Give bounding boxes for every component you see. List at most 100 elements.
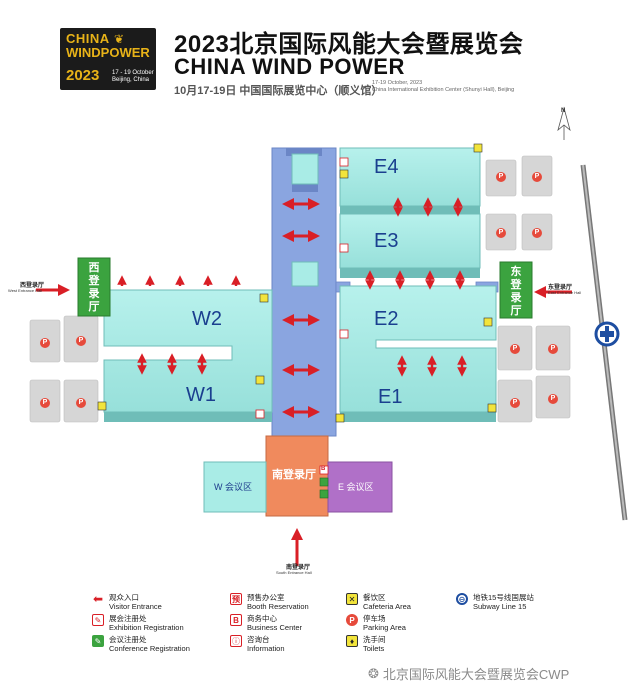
legend-en: Conference Registration: [109, 644, 190, 653]
parking-icon: P: [40, 398, 50, 408]
date-venue-chinese: 10月17-19日 中国国际展览中心（顺义馆）: [174, 85, 383, 97]
parking-icon: P: [532, 172, 542, 182]
logo-year: 2023: [66, 67, 100, 84]
legend-en: Subway Line 15: [473, 602, 527, 611]
title-english: CHINA WIND POWER: [174, 54, 405, 79]
parking-icon: P: [548, 394, 558, 404]
watermark: ❂ 北京国际风能大会暨展览会CWP: [368, 664, 569, 683]
booth-reservation-icon: 预: [230, 593, 242, 605]
subway-icon: ⊖: [456, 593, 468, 605]
south-entrance-hall-label: 南登录厅: [272, 469, 316, 481]
legend-zh: 商务中心: [247, 614, 277, 623]
south-entrance-label-en: South Entrance Hall: [276, 570, 312, 575]
legend-en: Toilets: [363, 644, 385, 653]
east-entrance-label-zh: 东登录厅: [548, 285, 573, 291]
exhibition-registration-icon: ✎: [92, 614, 104, 626]
hall-e3-label: E3: [374, 230, 399, 252]
parking-icon: P: [532, 228, 542, 238]
e-meeting-area-label: E 会议区: [338, 482, 374, 492]
west-entrance-hall: [77, 257, 111, 317]
business-center-icon: B: [230, 614, 242, 626]
halls-west: [103, 289, 273, 422]
legend-en: Exhibition Registration: [109, 623, 184, 632]
facility-markers: [97, 143, 497, 499]
w-meeting-area-label: W 会议区: [214, 482, 252, 492]
business-center-marker: B: [321, 466, 326, 472]
legend-zh: 地铁15号线国展站: [473, 593, 534, 602]
east-entrance-hall-label: 东登录厅: [510, 266, 522, 317]
conference-registration-icon: ✎: [92, 635, 104, 647]
hall-w2-label: W2: [192, 308, 222, 330]
hall-e2-label: E2: [374, 308, 399, 330]
cafeteria-icon: ✕: [346, 593, 358, 605]
logo-line2: WINDPOWER: [66, 45, 150, 60]
parking-icon: P: [76, 398, 86, 408]
date-venue-english: 17-19 October, 2023 China International …: [372, 80, 552, 94]
parking-icon: P: [510, 344, 520, 354]
north-arrow-icon: [557, 106, 571, 140]
parking-icon: P: [40, 338, 50, 348]
parking-icon: P: [548, 344, 558, 354]
legend-en: Visitor Entrance: [109, 602, 162, 611]
leaf-icon: ❦: [114, 32, 125, 46]
logo-line1: CHINA: [66, 31, 110, 46]
legend-zh: 停车场: [363, 614, 386, 623]
corridor-pavilions: [291, 153, 319, 287]
legend-en: Information: [247, 644, 285, 653]
legend-zh: 咨询台: [247, 635, 270, 644]
legend-en: Booth Reservation: [247, 602, 309, 611]
legend-en: Parking Area: [363, 623, 406, 632]
legend-zh: 洗手间: [363, 635, 386, 644]
logo-city-text: Beijing, China: [112, 77, 150, 83]
subway-station-icon: [594, 321, 620, 347]
west-entrance-label-zh: 西登录厅: [20, 283, 45, 289]
west-entrance-label-en: West Entrance Hall: [8, 288, 43, 293]
parking-lots: [29, 155, 571, 423]
east-entrance-label-en: East Entrance Hall: [548, 290, 582, 295]
legend-en: Business Center: [247, 623, 303, 632]
date-en-line2: China International Exhibition Center (S…: [372, 87, 515, 93]
date-en-line1: 17-19 October, 2023: [372, 80, 423, 86]
information-icon: ⓘ: [230, 635, 242, 647]
legend-en: Cafeteria Area: [363, 602, 411, 611]
watermark-text: 北京国际风能大会暨展览会CWP: [382, 667, 570, 682]
wechat-icon: ❂: [368, 665, 379, 681]
e-meeting-area: [327, 461, 393, 513]
hall-connector-arrows: [117, 197, 467, 377]
logo-dates-text: 17 - 19 October: [112, 70, 154, 76]
south-entrance-hall: [265, 435, 329, 517]
hall-e1-label: E1: [378, 386, 403, 408]
legend-zh: 会议注册处: [109, 635, 147, 644]
legend-zh: 预售办公室: [247, 593, 285, 602]
parking-icon: P: [346, 614, 358, 626]
hall-e4-label: E4: [374, 156, 399, 178]
parking-icon: P: [76, 336, 86, 346]
red-arrow-icon: ⬅: [92, 592, 104, 606]
legend-zh: 观众入口: [109, 593, 139, 602]
hall-w1-label: W1: [186, 384, 216, 406]
logo-dates: 17 - 19 October Beijing, China: [112, 70, 154, 84]
parking-icon: P: [510, 398, 520, 408]
toilets-icon: ♦: [346, 635, 358, 647]
parking-icon: P: [496, 172, 506, 182]
